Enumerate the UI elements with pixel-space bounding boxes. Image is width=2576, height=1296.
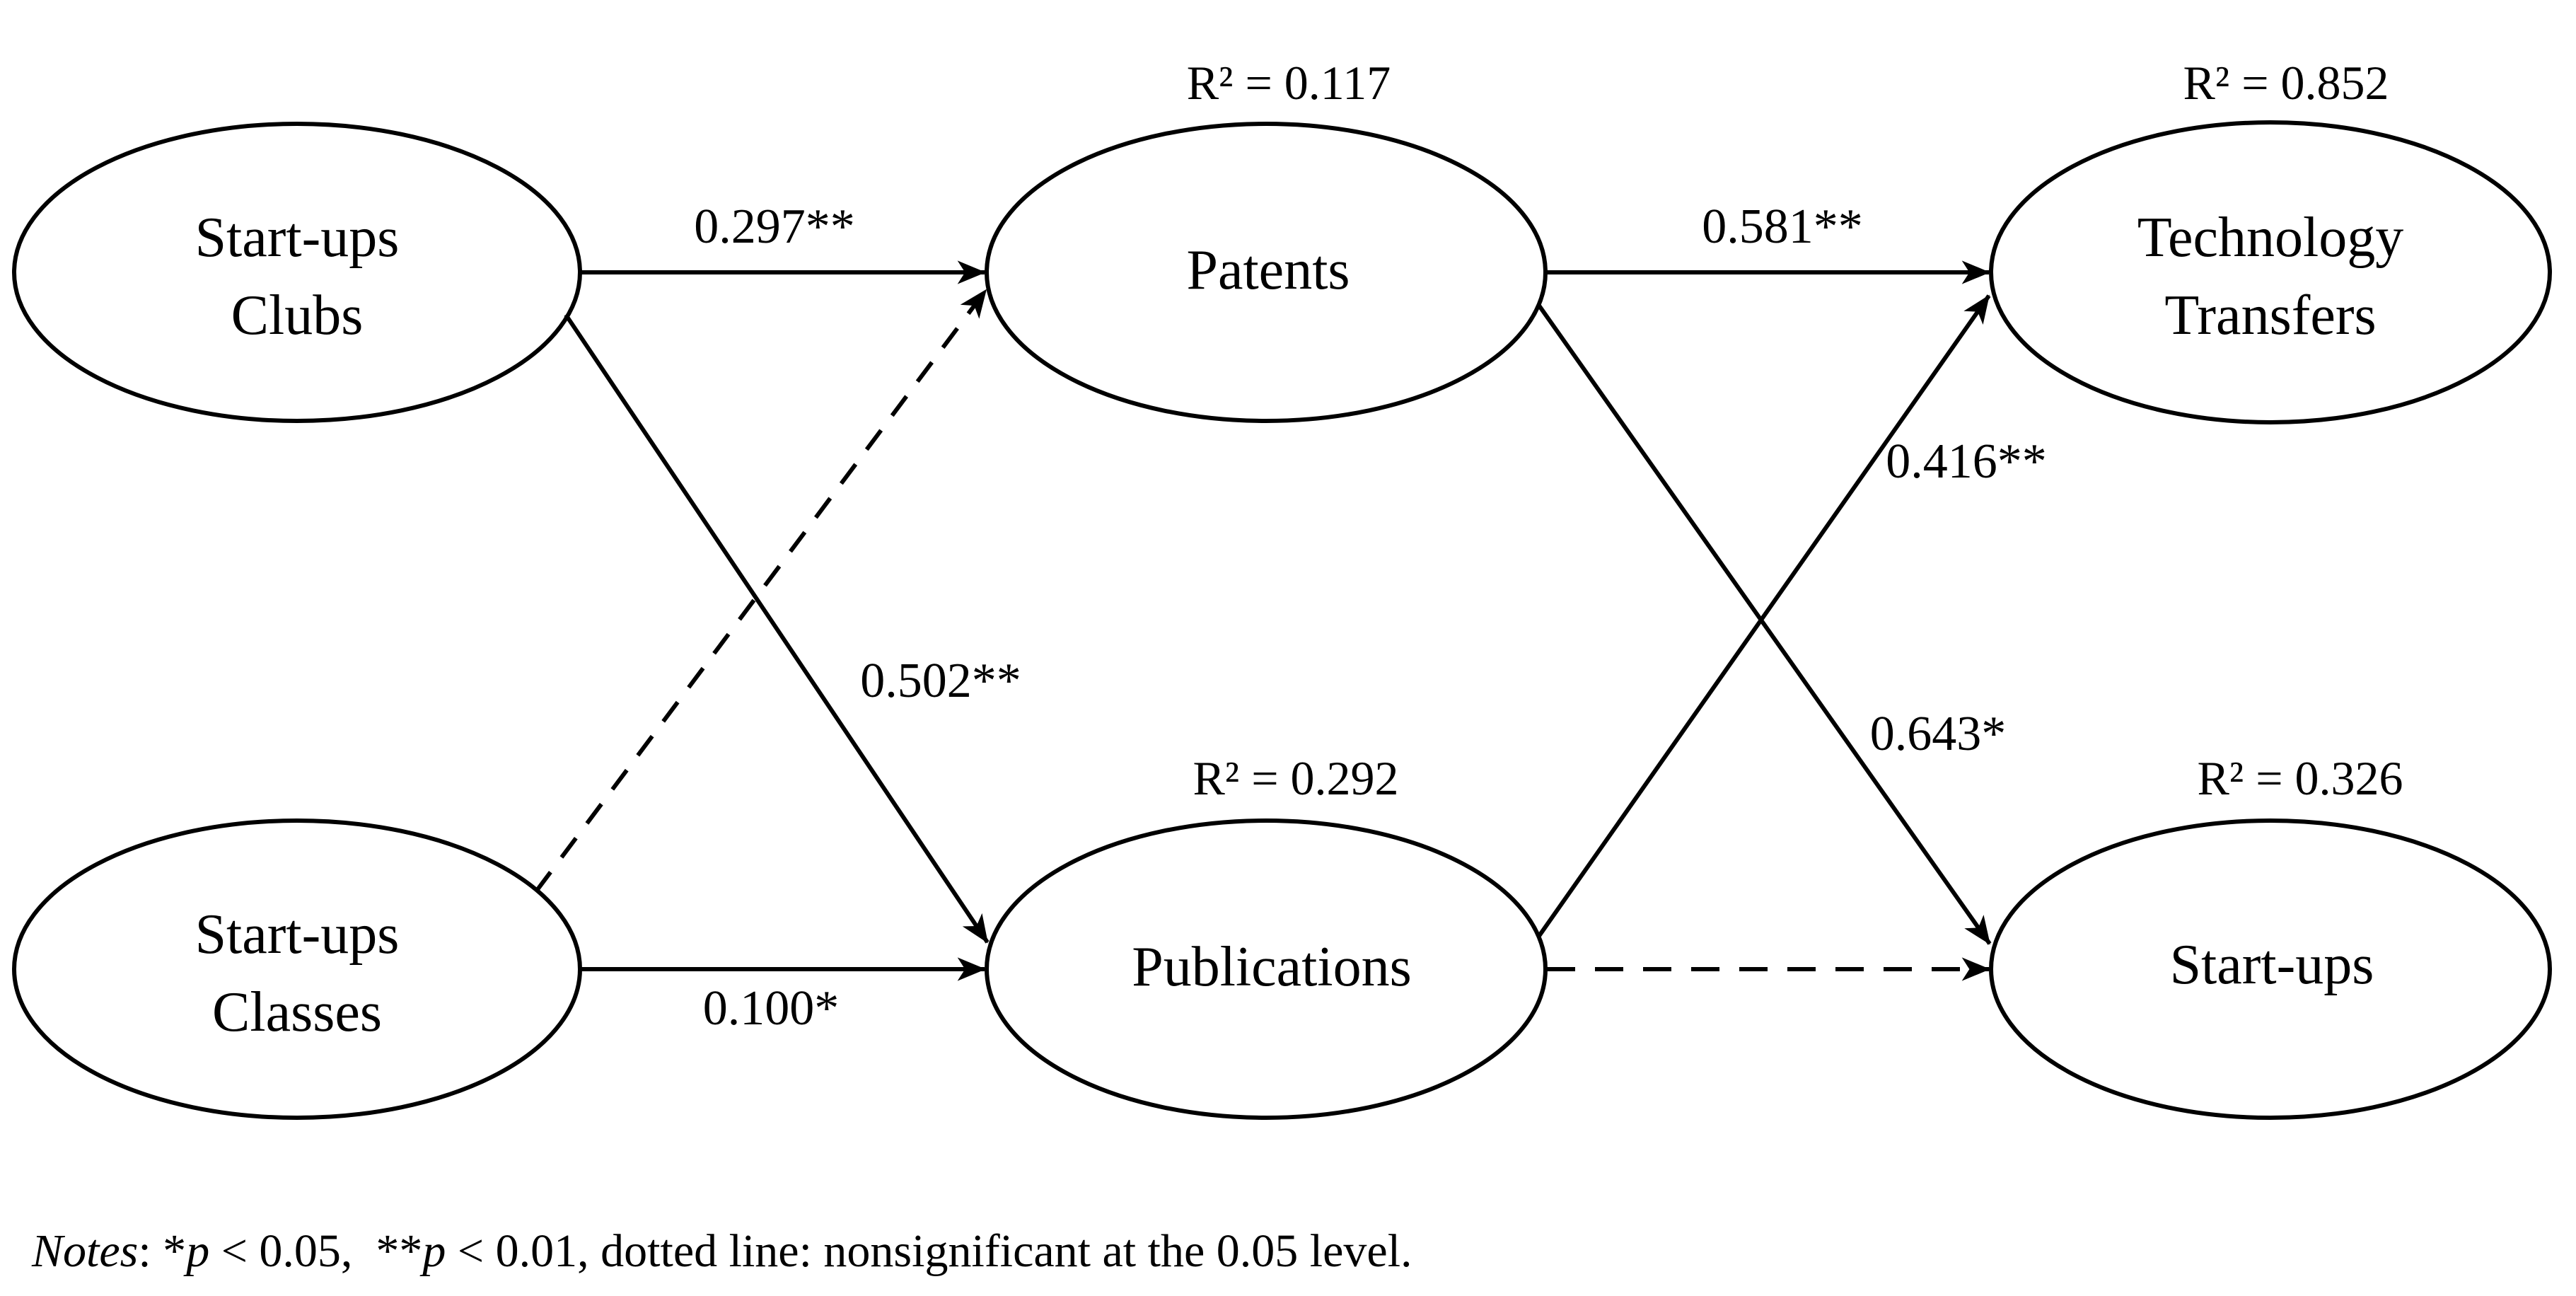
edge-clubs-to-publications-line <box>564 313 990 944</box>
figure-notes-word: Notes <box>31 1225 138 1277</box>
patents-r2-label: R² = 0.117 <box>1187 56 1391 110</box>
figure-notes-p-symbol: p <box>183 1225 209 1277</box>
edge-classes-to-publications-coefficient: 0.100* <box>703 981 840 1036</box>
node-start-ups-clubs-ellipse <box>12 122 582 423</box>
node-start-ups-classes-ellipse <box>12 818 582 1120</box>
edge-patents-to-start-ups-line <box>1537 304 1992 945</box>
edge-publications-to-technology-transfers-line <box>1537 294 1991 937</box>
figure-notes: Notes: *p < 0.05, **p < 0.01, dotted lin… <box>31 1225 1412 1277</box>
node-start-ups-clubs-label-line2: Clubs <box>231 284 364 347</box>
node-patents-ellipse <box>985 122 1548 423</box>
technology-transfers-r2-label: R² = 0.852 <box>2183 56 2389 110</box>
publications-r2-label: R² = 0.292 <box>1193 751 1398 805</box>
edge-patents-to-technology-transfers-coefficient: 0.581** <box>1702 199 1863 254</box>
node-technology-transfers-ellipse <box>1989 120 2552 424</box>
node-start-ups-label: Start-ups <box>2170 934 2374 996</box>
node-technology-transfers-label-line1: Technology <box>2137 207 2404 269</box>
node-start-ups-ellipse <box>1989 818 2552 1120</box>
figure-notes-segment: < 0.05, ** <box>209 1225 422 1277</box>
node-start-ups-clubs-label-line1: Start-ups <box>195 207 400 269</box>
edge-patents-to-start-ups-coefficient: 0.643* <box>1870 707 2007 761</box>
edge-clubs-to-publications-coefficient: 0.502** <box>860 654 1021 708</box>
node-start-ups-classes-label-line1: Start-ups <box>195 903 400 966</box>
node-publications-ellipse <box>985 818 1548 1120</box>
edge-publications-to-technology-transfers-coefficient: 0.416** <box>1886 434 2047 489</box>
figure-notes-segment: < 0.01, dotted line: nonsignificant at t… <box>446 1225 1412 1277</box>
figure-notes-segment: : * <box>138 1225 186 1277</box>
node-technology-transfers-label-line2: Transfers <box>2164 284 2376 347</box>
start-ups-r2-label: R² = 0.326 <box>2197 751 2403 805</box>
edge-clubs-to-patents-coefficient: 0.297** <box>694 199 855 254</box>
figure-notes-p-symbol: p <box>419 1225 446 1277</box>
node-publications-label: Publications <box>1132 936 1412 998</box>
edge-classes-to-patents-dashed-line <box>534 289 988 893</box>
node-patents-label: Patents <box>1186 239 1350 301</box>
node-start-ups-classes-label-line2: Classes <box>212 981 382 1043</box>
